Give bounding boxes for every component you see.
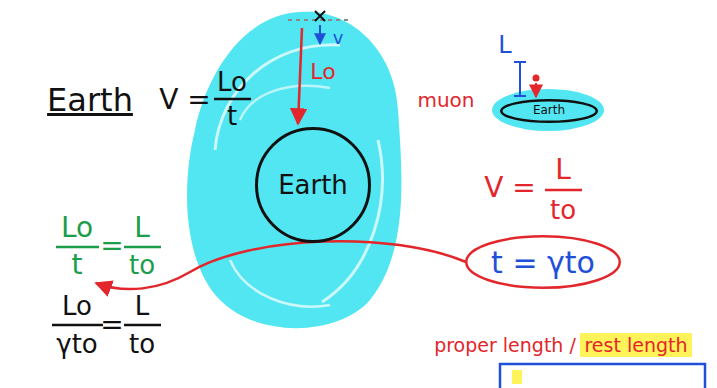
- scribble-stroke: [322, 140, 382, 302]
- formula-term: L: [555, 156, 571, 184]
- formula-term: γto: [56, 331, 98, 357]
- circled-formula-shape: [466, 236, 620, 288]
- formula-term: to: [129, 331, 155, 357]
- pointer-arrow: [96, 241, 466, 289]
- frame-heading: Earth: [47, 84, 133, 116]
- scribble-stroke: [230, 260, 330, 307]
- formula-term: Lo: [217, 69, 247, 95]
- scribble-stroke: [215, 45, 340, 150]
- circled-formula: t = γto: [465, 235, 621, 289]
- length-label: L: [498, 33, 511, 57]
- dashed-orbit: [288, 19, 352, 21]
- formula-term: V =: [484, 174, 536, 202]
- highlight-mark: [512, 370, 522, 384]
- fraction-bar: [52, 324, 103, 327]
- node-label: t = γto: [491, 246, 595, 279]
- node-label: Earth: [533, 104, 565, 117]
- earth-ellipse-shape: [501, 100, 597, 122]
- muon-mark: [315, 11, 325, 21]
- formula-term: Lo: [62, 293, 92, 319]
- earth-ellipse: Earth: [500, 99, 598, 123]
- highlighted-term: rest length: [580, 333, 692, 357]
- frame-heading: muon: [417, 90, 474, 110]
- formula-term: t: [227, 103, 237, 129]
- formula-term: L: [135, 293, 150, 319]
- distance-label: Lo: [310, 61, 335, 83]
- atmosphere-blob: [187, 12, 401, 328]
- muon-dot: [533, 75, 540, 82]
- scribble-stroke: [240, 86, 330, 120]
- node-label: rest length: [584, 335, 687, 356]
- fraction-bar: [56, 246, 99, 249]
- velocity-label: v: [333, 29, 344, 47]
- formula-box: [500, 364, 705, 388]
- formula-term: to: [550, 197, 576, 223]
- distance-arrow: [298, 28, 302, 124]
- fraction-bar: [545, 189, 582, 192]
- annotation-text: proper length /: [434, 336, 576, 355]
- highlighted-term-shape: [580, 333, 692, 357]
- fraction-bar: [124, 246, 161, 249]
- formula-term: L: [134, 214, 150, 242]
- fraction-bar: [214, 98, 251, 101]
- formula-term: t: [72, 251, 83, 279]
- velocity-arrow: [535, 83, 537, 97]
- formula-term: Lo: [61, 214, 93, 242]
- fraction-bar: [124, 324, 161, 327]
- formula-term: =: [100, 311, 123, 339]
- atmosphere-blob: [492, 89, 604, 131]
- earth-circle-shape: [257, 129, 370, 242]
- formula-term: =: [100, 232, 123, 260]
- length-bracket: [514, 62, 526, 96]
- node-label: Earth: [278, 171, 348, 200]
- earth-circle: Earth: [255, 127, 371, 243]
- formula-term: to: [129, 252, 155, 278]
- formula-term: V =: [159, 86, 211, 114]
- velocity-arrow: [319, 25, 321, 44]
